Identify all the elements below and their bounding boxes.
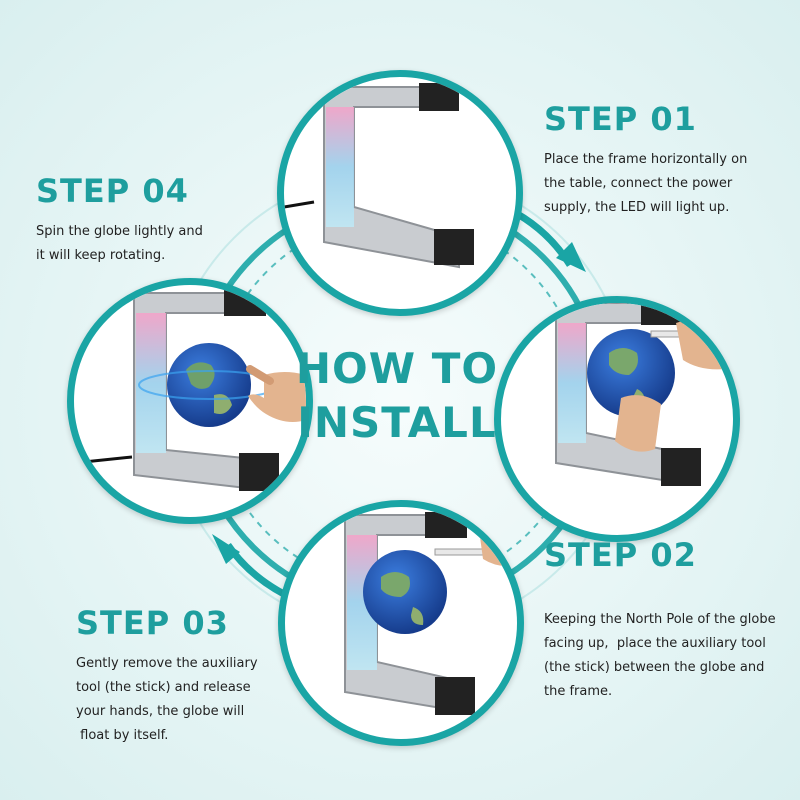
step-01-block: STEP 01 Place the frame horizontally on … xyxy=(544,100,784,220)
step-04-block: STEP 04 Spin the globe lightly and it wi… xyxy=(36,172,246,268)
step-01-text: Place the frame horizontally on the tabl… xyxy=(544,148,784,220)
step-04-title: STEP 04 xyxy=(36,172,189,210)
step-03-line: tool (the stick) and release xyxy=(76,680,251,695)
hand-icon xyxy=(480,534,517,567)
step-02-line: Keeping the North Pole of the globe xyxy=(544,612,776,627)
step-02-block: STEP 02 Keeping the North Pole of the gl… xyxy=(544,536,789,704)
step-04-line: Spin the globe lightly and xyxy=(36,224,203,239)
step-04-line: it will keep rotating. xyxy=(36,248,166,263)
step-04-image xyxy=(67,278,313,524)
hand-icon xyxy=(615,319,733,452)
step-03-line: float by itself. xyxy=(76,728,169,743)
stick-tool-icon xyxy=(434,548,484,556)
step-02-line: the frame. xyxy=(544,684,613,699)
step-02-image xyxy=(494,296,740,542)
step-04-text: Spin the globe lightly and it will keep … xyxy=(36,220,246,268)
levitation-frame-icon xyxy=(555,303,701,486)
step-02-title: STEP 02 xyxy=(544,536,697,574)
step-02-line: (the stick) between the globe and xyxy=(544,660,765,675)
step-01-line: Place the frame horizontally on xyxy=(544,152,748,167)
levitation-frame-icon xyxy=(284,83,474,269)
heading-line-2: INSTALL xyxy=(297,398,497,447)
step-03-text: Gently remove the auxiliary tool (the st… xyxy=(76,652,286,748)
step-01-image xyxy=(277,70,523,316)
hand-icon xyxy=(246,365,306,422)
step-03-line: your hands, the globe will xyxy=(76,704,245,719)
step-03-line: Gently remove the auxiliary xyxy=(76,656,258,671)
step-01-line: the table, connect the power xyxy=(544,176,733,191)
step-03-title: STEP 03 xyxy=(76,604,229,642)
globe-icon xyxy=(138,343,280,427)
step-02-line: facing up, place the auxiliary tool xyxy=(544,636,766,651)
globe-icon xyxy=(363,550,447,634)
step-01-title: STEP 01 xyxy=(544,100,697,138)
levitation-frame-icon xyxy=(74,290,279,492)
step-03-image xyxy=(278,500,524,746)
step-01-line: supply, the LED will light up. xyxy=(544,200,730,215)
heading-line-1: HOW TO xyxy=(295,344,499,393)
step-02-text: Keeping the North Pole of the globe faci… xyxy=(544,584,789,704)
step-03-block: STEP 03 Gently remove the auxiliary tool… xyxy=(76,604,286,748)
